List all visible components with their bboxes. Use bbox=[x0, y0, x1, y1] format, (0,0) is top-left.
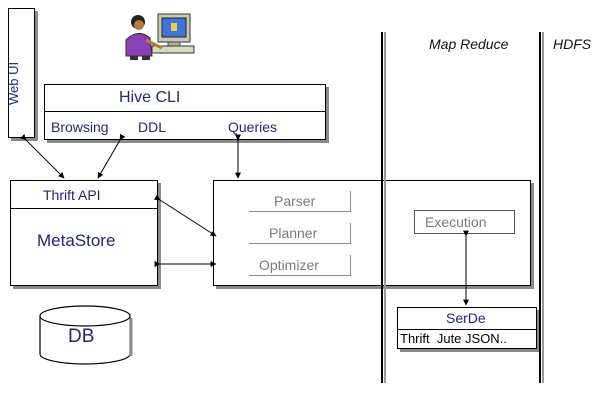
arrow-cli-thrift bbox=[97, 133, 126, 179]
serde-divider bbox=[398, 329, 536, 330]
execution-box: Execution bbox=[414, 210, 515, 234]
metastore-box: Thrift API MetaStore bbox=[10, 180, 158, 286]
hive-cli-box: Hive CLI Browsing DDL Queries bbox=[44, 84, 326, 140]
parser-box: Parser bbox=[249, 191, 351, 212]
hive-cli-title: Hive CLI bbox=[119, 89, 181, 106]
hive-cli-item-ddl: DDL bbox=[138, 119, 167, 135]
thrift-api-label: Thrift API bbox=[43, 187, 101, 203]
db-cylinder bbox=[39, 305, 133, 365]
optimizer-box: Optimizer bbox=[249, 255, 351, 276]
arrow-webui-thrift bbox=[20, 134, 65, 179]
arrow-thrift-driver bbox=[153, 194, 217, 237]
web-ui-label: Web UI bbox=[6, 61, 21, 105]
metastore-divider bbox=[11, 208, 157, 209]
hdfs-header: HDFS bbox=[553, 36, 592, 52]
hive-cli-item-queries: Queries bbox=[228, 119, 278, 135]
map-reduce-header: Map Reduce bbox=[429, 36, 509, 52]
serde-formats: Thrift Jute JSON.. bbox=[400, 331, 507, 346]
planner-label: Planner bbox=[269, 225, 318, 241]
user-computer-icon bbox=[125, 13, 195, 60]
db-label: DB bbox=[68, 326, 95, 347]
serde-title: SerDe bbox=[446, 310, 486, 326]
hive-cli-divider bbox=[45, 111, 325, 112]
web-ui-box: Web UI bbox=[6, 8, 35, 138]
optimizer-label: Optimizer bbox=[259, 257, 319, 273]
execution-label: Execution bbox=[425, 214, 487, 230]
hive-cli-item-browsing: Browsing bbox=[51, 119, 109, 135]
parser-label: Parser bbox=[274, 193, 316, 209]
serde-box: SerDe Thrift Jute JSON.. bbox=[397, 307, 537, 349]
planner-box: Planner bbox=[249, 223, 351, 244]
metastore-label: MetaStore bbox=[37, 231, 116, 250]
